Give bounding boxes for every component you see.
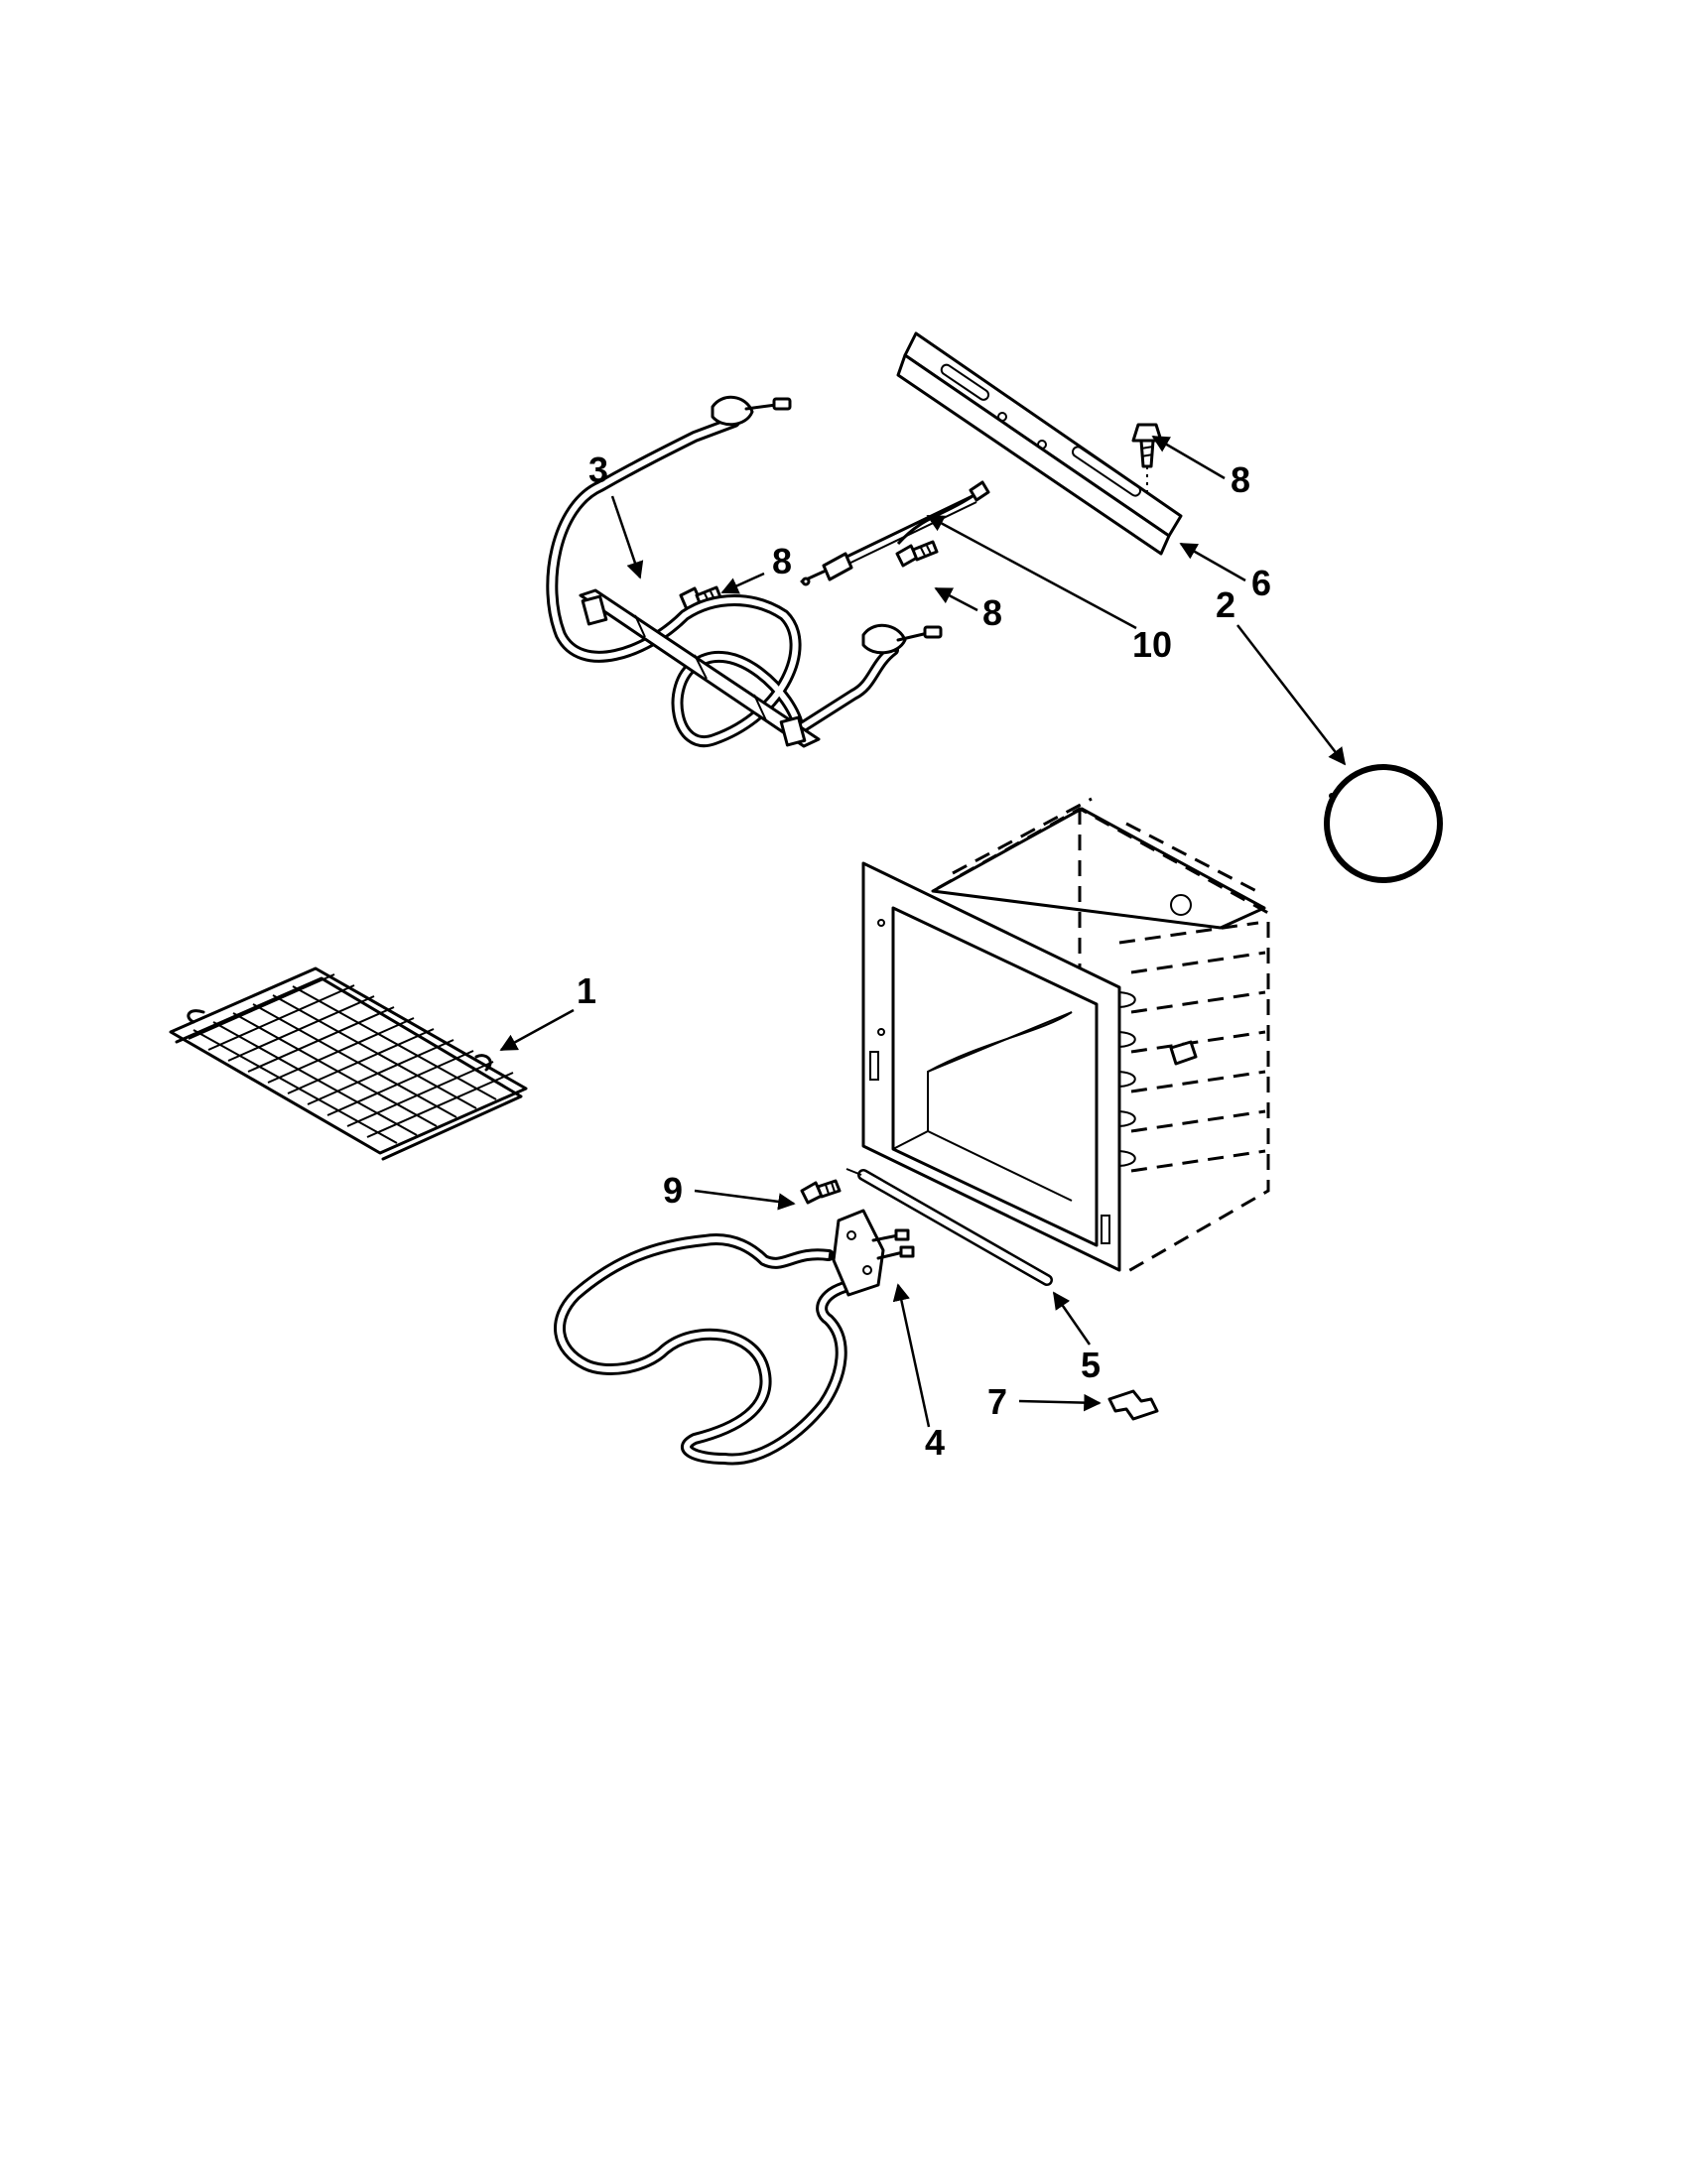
callout-4: 4 <box>925 1422 945 1463</box>
tube <box>845 1168 1053 1286</box>
callout-labels: 1 2 3 4 5 6 7 8 8 8 9 10 <box>577 450 1271 1463</box>
bake-element <box>554 1209 915 1466</box>
mounting-bracket <box>896 331 1183 556</box>
callout-9: 9 <box>663 1170 683 1211</box>
screw-bake <box>800 1179 842 1205</box>
callout-8-top: 8 <box>1231 459 1250 500</box>
screw-top <box>1131 423 1163 496</box>
callout-7: 7 <box>987 1381 1007 1422</box>
callout-8-element: 8 <box>772 541 792 581</box>
oven-rack <box>169 966 528 1161</box>
leader-lines <box>499 435 1347 1428</box>
callout-3: 3 <box>588 450 608 490</box>
callout-5: 5 <box>1081 1345 1101 1385</box>
screw-sensor <box>895 540 939 568</box>
broil-element <box>546 396 943 748</box>
gasket <box>1324 764 1443 883</box>
clip <box>1107 1389 1159 1421</box>
oven-cavity <box>861 797 1270 1277</box>
callout-1: 1 <box>577 970 596 1011</box>
callout-10: 10 <box>1132 624 1172 665</box>
callout-2: 2 <box>1216 584 1235 625</box>
callout-6: 6 <box>1251 563 1271 603</box>
callout-8-sensor: 8 <box>982 592 1002 633</box>
